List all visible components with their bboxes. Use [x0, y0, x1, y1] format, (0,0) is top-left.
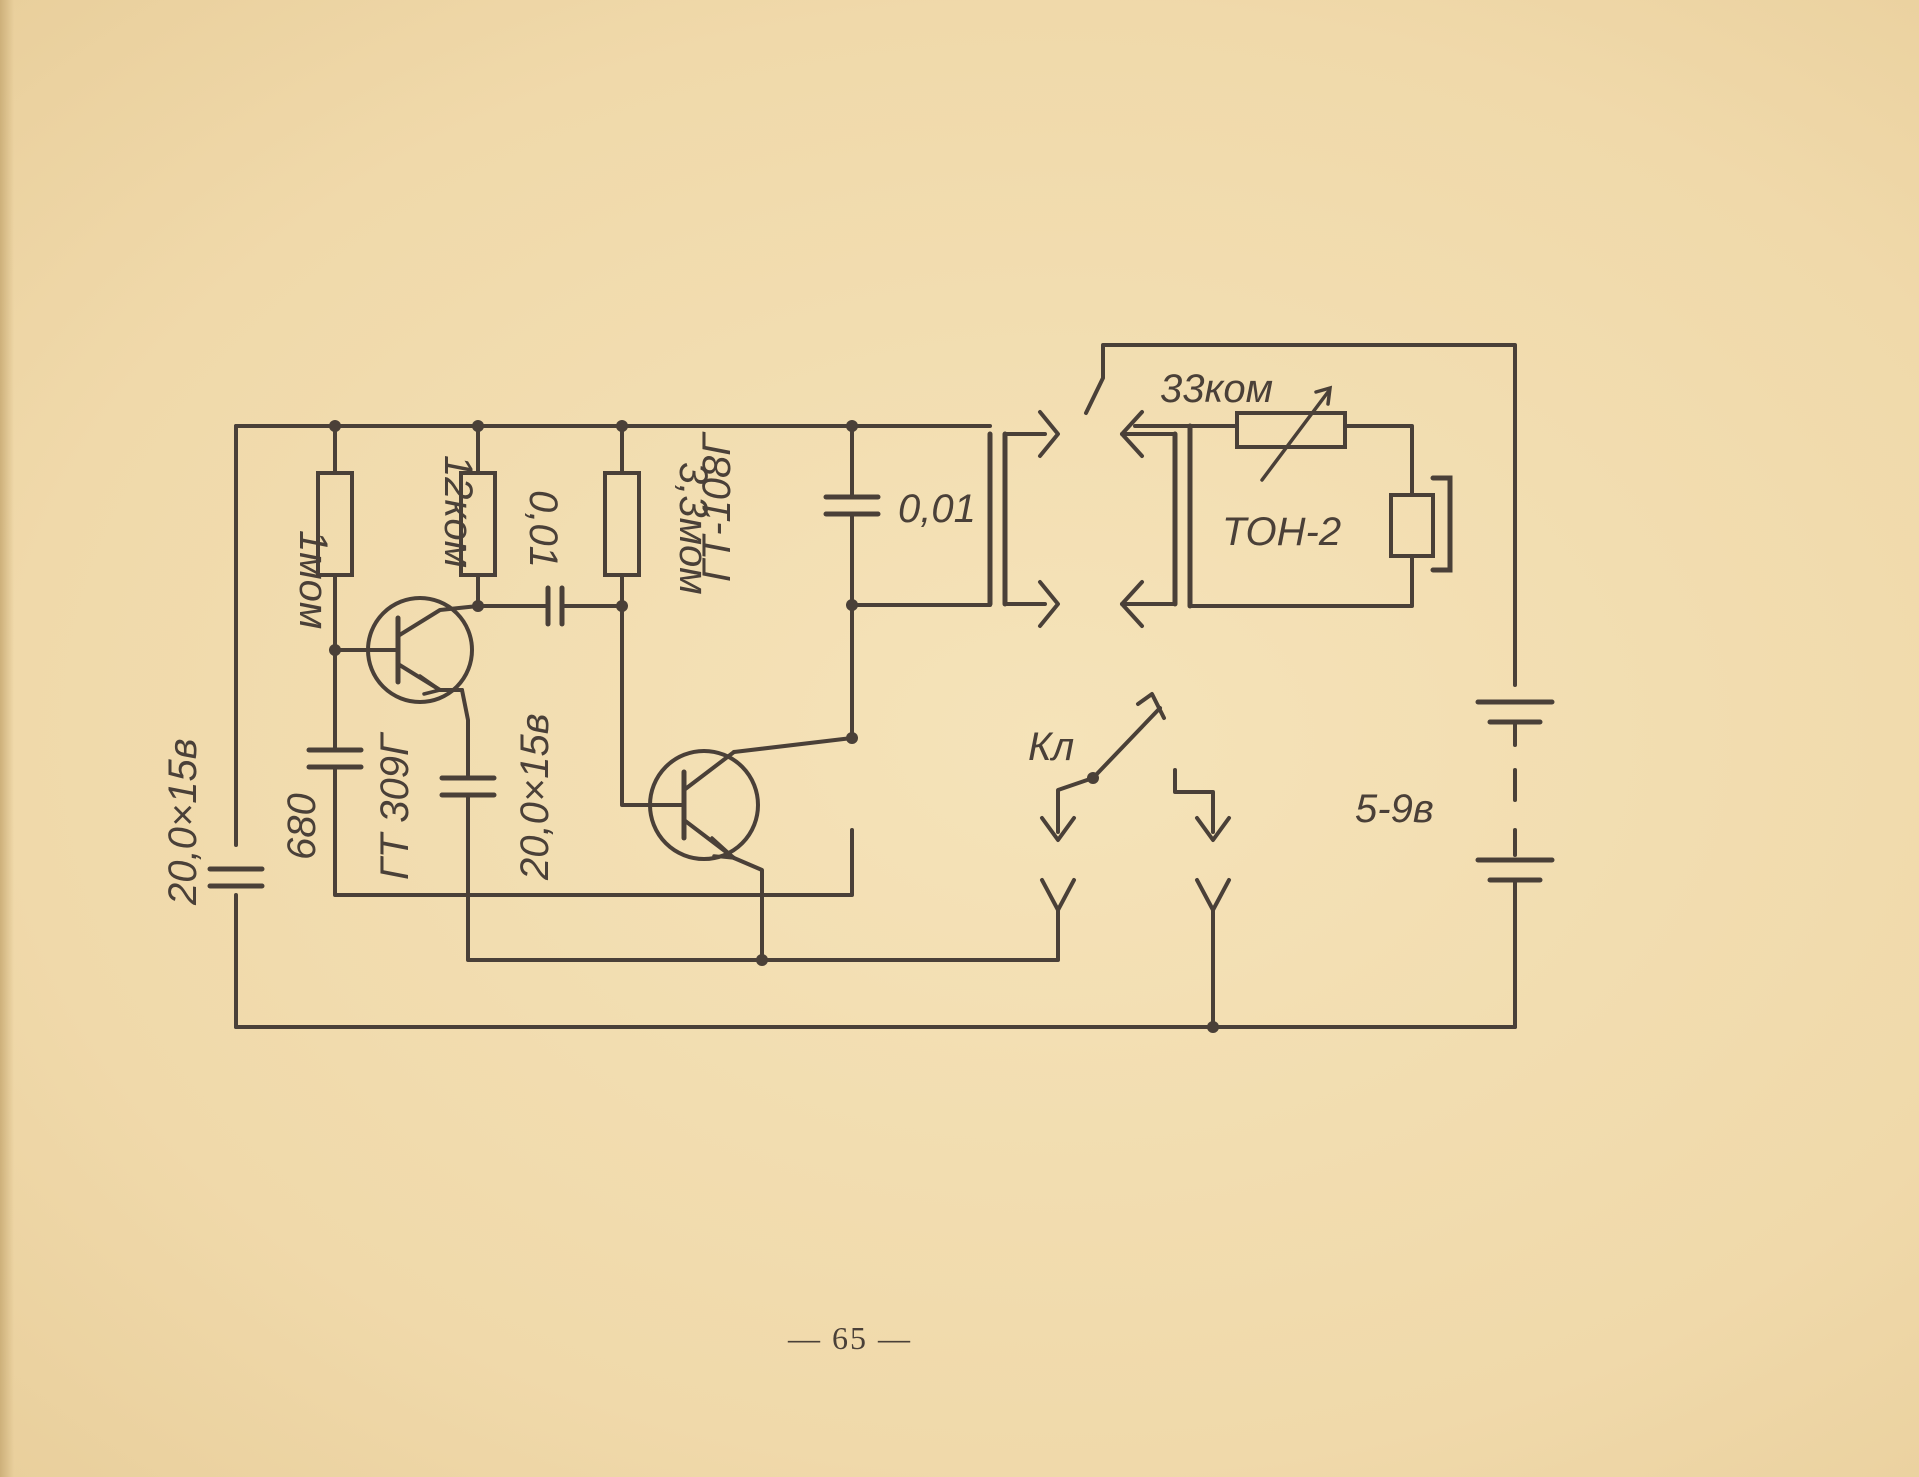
label-battery: 5-9в	[1355, 787, 1434, 831]
junction-dot	[472, 420, 484, 432]
label-r1: 1мом	[291, 530, 335, 629]
label-t2-type: ГТ-108Г	[695, 431, 739, 582]
junction-dot	[846, 732, 858, 744]
capacitor-supply	[207, 866, 265, 889]
t1-collector-lead	[396, 604, 480, 638]
headphone-diaphragm	[1430, 475, 1453, 573]
label-r2: 12ком	[436, 455, 480, 568]
t2-emitter-arrow	[710, 836, 740, 861]
resistor-r3	[603, 471, 641, 577]
junction-dot	[1207, 1021, 1219, 1033]
key-knob	[1136, 692, 1166, 720]
phone-return-wire	[1188, 554, 1414, 608]
junction-dot	[329, 420, 341, 432]
capacitor-emitter	[439, 775, 497, 798]
component-labels: 1мом 12ком 0,01 3,3мом ГТ-108Г 0,01 33ко…	[161, 367, 1434, 906]
junction-dot	[616, 600, 628, 612]
junctions	[329, 420, 1219, 1033]
label-c-base: 680	[280, 793, 324, 860]
resistor-r2	[459, 471, 497, 577]
capacitor-coupling	[545, 585, 565, 627]
key-left-socket	[1040, 878, 1076, 912]
t2-base-wire	[620, 604, 660, 807]
label-c-supply: 20,0×15в	[161, 738, 205, 906]
jack-socket-bottom	[1038, 580, 1060, 628]
t1-emitter-arrow	[418, 674, 445, 696]
output-jack	[987, 410, 1060, 628]
label-t1-type: ГТ 309Г	[373, 731, 417, 880]
key-right-lead	[1173, 768, 1215, 834]
jack-socket-top	[1038, 410, 1060, 458]
battery-icon	[1475, 699, 1555, 883]
label-headphone: ТОН-2	[1222, 510, 1341, 554]
transistor-t1	[333, 596, 480, 704]
resistor-r1	[316, 471, 354, 577]
junction-dot	[616, 420, 628, 432]
junction-dot	[756, 954, 768, 966]
potentiometer-body	[1235, 411, 1347, 449]
key-right-socket	[1195, 878, 1231, 912]
label-c-out: 0,01	[898, 487, 976, 531]
label-c-emitter: 20,0×15в	[513, 713, 557, 881]
telegraph-key	[1040, 692, 1231, 912]
potentiometer-arrow-head	[1314, 385, 1333, 406]
transistor-t2-envelope	[648, 749, 760, 861]
junction-dot	[846, 599, 858, 611]
potentiometer-arrow-line	[1260, 390, 1330, 482]
page-number: — 65 —	[788, 1320, 912, 1356]
key-lever	[1091, 706, 1162, 780]
junction-dot	[846, 420, 858, 432]
headphone-plug	[1120, 410, 1193, 628]
key-right-plug	[1195, 816, 1231, 842]
headphone-icon	[1389, 475, 1453, 573]
transistor-t2	[648, 749, 760, 861]
key-left-plug	[1040, 816, 1076, 842]
label-potentiometer: 33ком	[1160, 367, 1273, 411]
capacitor-output	[823, 494, 881, 517]
label-r3: 3,3мом	[671, 462, 715, 595]
headphone-body	[1389, 493, 1435, 558]
potentiometer	[1235, 385, 1347, 482]
label-key: Кл	[1028, 725, 1074, 769]
key-left-lead	[1056, 776, 1095, 834]
page-binding-shadow	[0, 0, 14, 1477]
capacitor-base	[306, 747, 364, 770]
battery-upper-wire	[1084, 343, 1517, 687]
t1-emitter-lead	[396, 662, 464, 692]
c-base-bottom-wire	[333, 765, 854, 897]
pot-to-phone-wire	[1343, 424, 1414, 497]
t2-collector-wire	[732, 603, 854, 754]
label-c-coupling: 0,01	[521, 490, 565, 568]
t2-emitter-wire	[732, 856, 764, 962]
t1-emitter-wire	[460, 688, 470, 780]
t2-collector-lead	[682, 750, 736, 792]
